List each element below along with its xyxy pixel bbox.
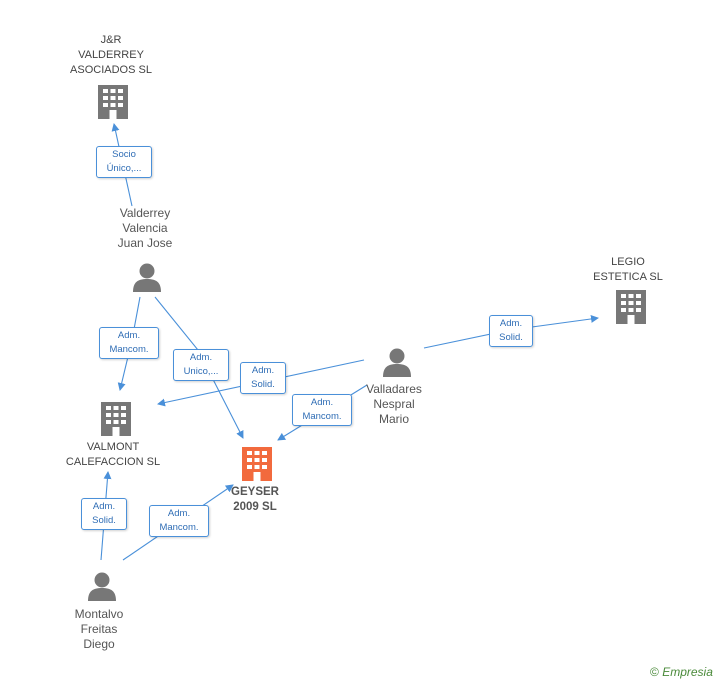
person-label-line: Nespral [373, 397, 415, 411]
person-label-valladares[interactable]: Valladares Nespral Mario [366, 382, 422, 427]
building-icon-valmont[interactable] [101, 402, 131, 436]
edge-label-line: Solid. [92, 515, 116, 526]
edge-label-line: Adm. [167, 508, 191, 519]
edge-label-admsolid1[interactable]: Adm. Solid. [240, 362, 286, 394]
edge-label-admunico[interactable]: Adm. Unico,... [173, 349, 229, 381]
edge-label-admmanc2[interactable]: Adm. Mancom. [292, 394, 352, 426]
company-label-line: GEYSER [231, 486, 279, 498]
person-label-line: Montalvo [74, 607, 124, 621]
edge-label-admsolid2[interactable]: Adm. Solid. [489, 315, 533, 347]
company-label-line: VALMONT [86, 441, 140, 453]
person-label-line: Valencia [122, 221, 168, 235]
edge-label-line: Solid. [499, 332, 523, 343]
building-icon-legio[interactable] [616, 290, 646, 324]
company-label-geyser[interactable]: GEYSER 2009 SL [231, 485, 279, 515]
edge-label-socio[interactable]: Socio Único,... [96, 146, 152, 178]
edge-label-line: Adm. [189, 352, 213, 363]
person-label-montalvo[interactable]: Montalvo Freitas Diego [75, 607, 124, 652]
company-label-line: VALDERREY [78, 49, 144, 61]
person-label-line: Mario [378, 412, 409, 426]
edge-label-line: Adm. [310, 397, 334, 408]
copyright-symbol: © [650, 665, 659, 679]
person-label-line: Juan Jose [117, 236, 173, 250]
edge-label-line: Mancom. [109, 344, 149, 355]
brand-name[interactable]: Empresia [662, 665, 713, 679]
person-icon-montalvo[interactable] [88, 572, 116, 602]
person-label-valderrey[interactable]: Valderrey Valencia Juan Jose [118, 206, 173, 251]
edge-label-line: Mancom. [302, 411, 342, 422]
edge-label-admmanc1[interactable]: Adm. Mancom. [99, 327, 159, 359]
company-label-line: LEGIO [611, 256, 645, 268]
edge-label-line: Adm. [92, 501, 116, 512]
edge-label-line: Unico,... [183, 366, 219, 377]
edge-label-line: Adm. [117, 330, 141, 341]
edge-label-admsolid3[interactable]: Adm. Solid. [81, 498, 127, 530]
building-icon-geyser[interactable] [242, 447, 272, 481]
person-label-line: Valderrey [119, 206, 171, 220]
edge-label-line: Socio [112, 149, 136, 160]
person-icon-valladares[interactable] [383, 348, 411, 378]
company-label-legio[interactable]: LEGIO ESTETICA SL [593, 255, 663, 285]
company-label-line: ASOCIADOS SL [70, 64, 152, 76]
edge-label-line: Mancom. [159, 522, 199, 533]
company-label-valmont[interactable]: VALMONT CALEFACCION SL [66, 440, 160, 470]
person-label-line: Diego [83, 637, 115, 651]
company-label-line: 2009 SL [233, 501, 277, 513]
person-label-line: Valladares [366, 382, 422, 396]
company-label-line: J&R [100, 34, 122, 46]
person-icon-valderrey[interactable] [133, 263, 161, 293]
person-label-line: Freitas [80, 622, 118, 636]
edge-label-line: Único,... [106, 163, 142, 174]
company-label-line: ESTETICA SL [593, 271, 663, 283]
copyright-notice: © Empresia [650, 665, 713, 679]
edge-label-line: Adm. [251, 365, 275, 376]
company-label-jr[interactable]: J&R VALDERREY ASOCIADOS SL [70, 33, 152, 78]
building-icon-jr[interactable] [98, 85, 128, 119]
edge-label-line: Adm. [499, 318, 523, 329]
company-label-line: CALEFACCION SL [65, 456, 161, 468]
edge-label-admmanc3[interactable]: Adm. Mancom. [149, 505, 209, 537]
edge-label-line: Solid. [251, 379, 275, 390]
